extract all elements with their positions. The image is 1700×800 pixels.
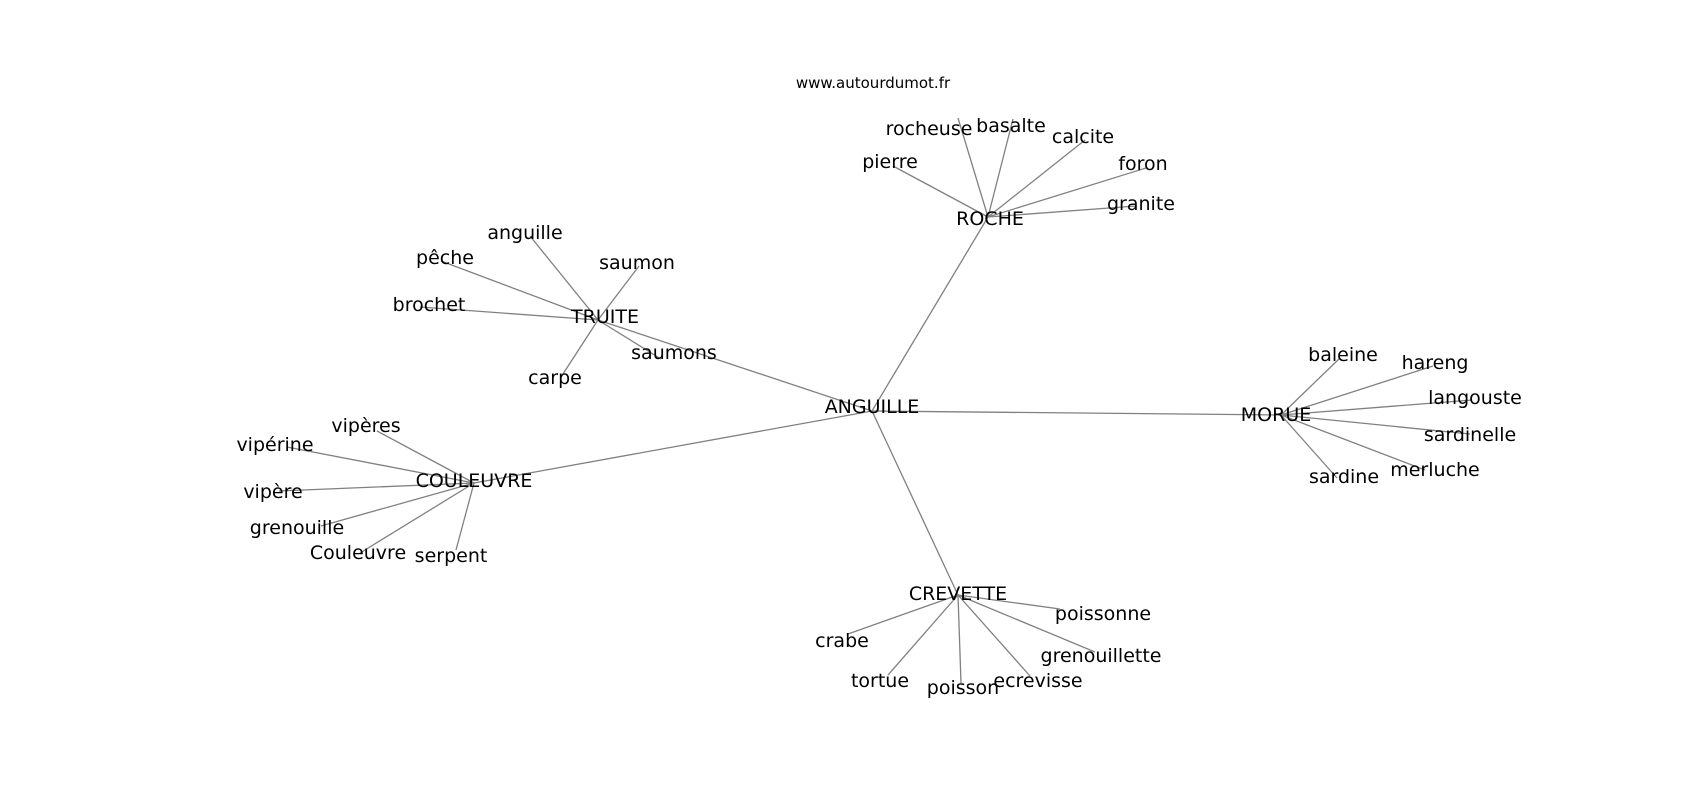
edge-roche-to-foron <box>987 167 1147 218</box>
node-hub-truite: TRUITE <box>570 306 639 328</box>
node-leaf-viperes: vipères <box>331 415 400 437</box>
node-leaf-merluche: merluche <box>1390 459 1480 481</box>
edge-morue-to-sardine <box>1280 414 1338 479</box>
node-leaf-tortue: tortue <box>851 670 909 692</box>
node-leaf-pierre: pierre <box>862 151 918 173</box>
edge-center-to-couleuvre <box>473 410 873 484</box>
node-leaf-basalte: basalte <box>976 115 1046 137</box>
edge-couleuvre-to-viperine <box>286 446 475 484</box>
node-hub-couleuvre: COULEUVRE <box>416 470 533 492</box>
node-hub-roche: ROCHE <box>956 208 1024 230</box>
edge-couleuvre-to-serpent <box>455 482 475 551</box>
edge-crevette-to-crabe <box>847 594 959 635</box>
edge-roche-to-basalte <box>987 118 1014 218</box>
edge-truite-to-peche <box>440 260 599 321</box>
edge-truite-to-anguille <box>529 235 599 321</box>
edge-couleuvre-to-vipere <box>278 482 475 492</box>
node-leaf-ecrevisse: ecrevisse <box>993 670 1082 692</box>
edge-couleuvre-to-viperes <box>376 430 475 484</box>
edge-crevette-to-poissonne <box>957 594 1061 610</box>
node-leaf-sardine: sardine <box>1309 466 1379 488</box>
edge-morue-to-hareng <box>1280 365 1434 416</box>
edge-morue-to-langouste <box>1280 399 1473 416</box>
node-leaf-granite: granite <box>1107 193 1175 215</box>
edge-roche-to-pierre <box>892 165 989 218</box>
edge-couleuvre-to-grenouille <box>320 482 475 527</box>
edge-morue-to-merluche <box>1280 414 1426 471</box>
node-leaf-sardinelle: sardinelle <box>1424 424 1516 446</box>
node-center-anguille: ANGUILLE <box>825 396 920 418</box>
node-leaf-foron: foron <box>1118 153 1167 175</box>
edge-roche-to-granite <box>987 205 1137 218</box>
edge-crevette-to-poisson <box>957 594 962 684</box>
node-leaf-serpent: serpent <box>415 545 488 567</box>
node-leaf-carpe: carpe <box>528 367 582 389</box>
edge-center-to-morue <box>871 410 1282 416</box>
edge-truite-to-brochet <box>419 306 599 321</box>
node-leaf-baleine: baleine <box>1308 344 1378 366</box>
node-leaf-langouste: langouste <box>1428 387 1522 409</box>
node-leaf-peche: pêche <box>416 247 474 269</box>
node-leaf-calcite: calcite <box>1052 126 1114 148</box>
edge-crevette-to-ecrevisse <box>957 594 1031 677</box>
edge-truite-to-saumons <box>597 319 662 360</box>
node-leaf-rocheuse: rocheuse <box>886 118 973 140</box>
edge-morue-to-baleine <box>1280 357 1341 416</box>
edge-truite-to-saumon <box>597 265 640 321</box>
node-leaf-viperine: vipérine <box>236 434 313 456</box>
node-leaf-grenouille: grenouille <box>250 517 344 539</box>
edge-crevette-to-tortue <box>887 594 959 676</box>
edge-center-to-roche <box>871 216 989 412</box>
edge-truite-to-carpe <box>560 319 599 378</box>
node-leaf-crabe: crabe <box>815 630 869 652</box>
node-leaf-brochet: brochet <box>393 294 466 316</box>
graph-edges <box>278 117 1473 684</box>
edge-roche-to-calcite <box>987 139 1086 218</box>
node-leaf-grenouillette: grenouillette <box>1041 645 1162 667</box>
node-leaf-saumon: saumon <box>599 252 675 274</box>
edge-couleuvre-to-couleuvre <box>359 482 475 554</box>
node-leaf-saumons: saumons <box>631 342 717 364</box>
node-hub-morue: MORUE <box>1241 404 1311 426</box>
edge-roche-to-rocheuse <box>957 117 989 218</box>
edge-center-to-truite <box>597 319 873 412</box>
edge-crevette-to-grenouillette <box>957 594 1096 653</box>
node-leaf-poisson: poisson <box>927 677 999 699</box>
node-leaf-poissonne: poissonne <box>1055 603 1151 625</box>
node-hub-crevette: CREVETTE <box>909 583 1007 605</box>
node-leaf-anguille: anguille <box>487 222 562 244</box>
edge-morue-to-sardinelle <box>1280 414 1471 435</box>
node-leaf-vipere: vipère <box>243 481 302 503</box>
node-leaf-hareng: hareng <box>1402 352 1469 374</box>
site-url: www.autourdumot.fr <box>796 74 951 92</box>
edge-center-to-crevette <box>871 410 959 596</box>
node-leaf-couleuvre: Couleuvre <box>310 542 406 564</box>
